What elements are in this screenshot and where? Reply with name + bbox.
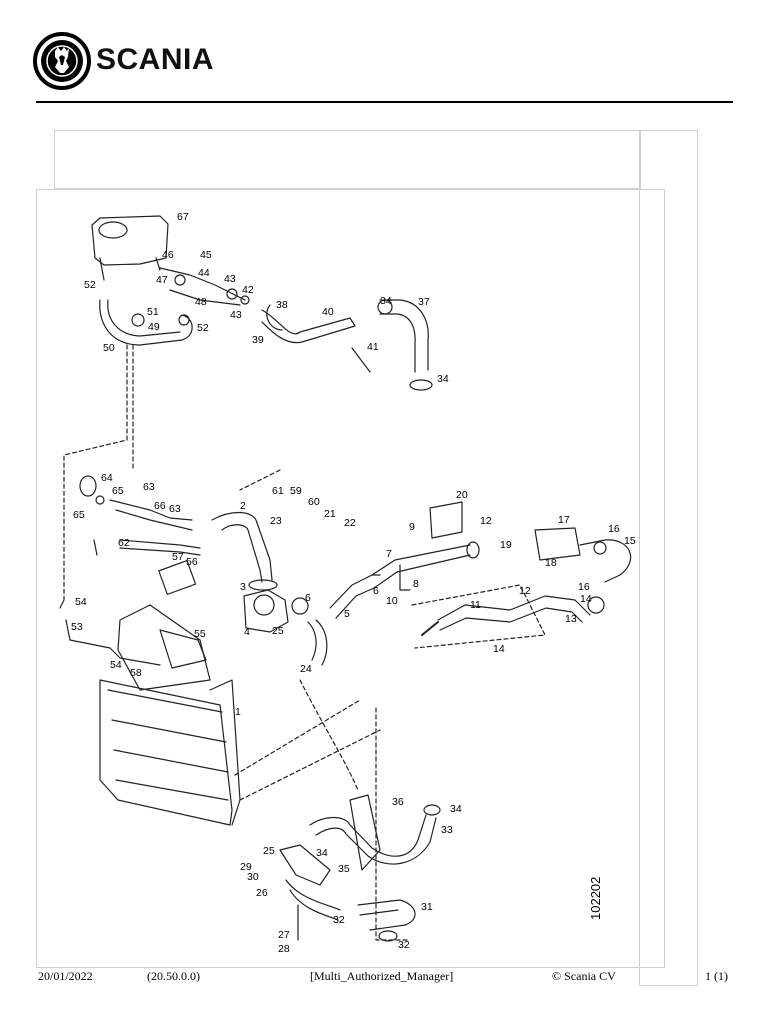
callout-51: 51 (147, 306, 159, 318)
callout-15: 15 (624, 535, 636, 547)
callout-66: 66 (154, 500, 166, 512)
scania-logo: SCANIA (33, 31, 243, 93)
callout-36: 36 (392, 796, 404, 808)
callout-57: 57 (172, 551, 184, 563)
callout-3: 3 (240, 581, 246, 593)
callout-22: 22 (344, 517, 356, 529)
callout-21: 21 (324, 508, 336, 520)
callout-41: 41 (367, 341, 379, 353)
callout-23: 23 (270, 515, 282, 527)
callout-27: 27 (278, 929, 290, 941)
callout-37: 37 (418, 296, 430, 308)
callout-62: 62 (118, 537, 130, 549)
footer-copyright: © Scania CV (552, 969, 616, 983)
callout-17: 17 (558, 514, 570, 526)
callout-42: 42 (242, 284, 254, 296)
callout-10: 10 (386, 595, 398, 607)
callout-54: 54 (110, 659, 122, 671)
callout-33: 33 (441, 824, 453, 836)
callout-59: 59 (290, 485, 302, 497)
callout-46: 46 (162, 249, 174, 261)
callout-32: 32 (398, 939, 410, 951)
callout-58: 58 (130, 667, 142, 679)
callout-54: 54 (75, 596, 87, 608)
callout-4: 4 (244, 626, 250, 638)
callout-28: 28 (278, 943, 290, 955)
callout-49: 49 (148, 321, 160, 333)
callout-50: 50 (103, 342, 115, 354)
drawing-frame (36, 189, 665, 968)
callout-2: 2 (240, 500, 246, 512)
callout-14: 14 (580, 593, 592, 605)
callout-12: 12 (519, 585, 531, 597)
header-rule (36, 101, 733, 103)
callout-52: 52 (84, 279, 96, 291)
callout-34: 34 (437, 373, 449, 385)
callout-11: 11 (470, 599, 481, 611)
callout-67: 67 (177, 211, 189, 223)
callout-18: 18 (545, 557, 557, 569)
callout-63: 63 (169, 503, 181, 515)
brand-wordmark: SCANIA (96, 43, 215, 76)
callout-29: 29 (240, 861, 252, 873)
callout-32: 32 (333, 914, 345, 926)
callout-34: 34 (450, 803, 462, 815)
callout-25: 25 (272, 625, 284, 637)
callout-35: 35 (338, 863, 350, 875)
callout-60: 60 (308, 496, 320, 508)
callout-5: 5 (344, 608, 350, 620)
callout-56: 56 (186, 556, 198, 568)
callout-52: 52 (197, 322, 209, 334)
callout-1: 1 (235, 706, 241, 718)
callout-40: 40 (322, 306, 334, 318)
callout-43: 43 (224, 273, 236, 285)
griffin-emblem-icon (33, 32, 91, 90)
callout-55: 55 (194, 628, 206, 640)
callout-65: 65 (73, 509, 85, 521)
callout-30: 30 (247, 871, 259, 883)
callout-44: 44 (198, 267, 210, 279)
drawing-number: 102202 (588, 877, 603, 920)
callout-47: 47 (156, 274, 168, 286)
callout-19: 19 (500, 539, 512, 551)
callout-31: 31 (421, 901, 433, 913)
back-frame (54, 130, 641, 189)
callout-43: 43 (230, 309, 242, 321)
callout-6: 6 (373, 585, 379, 597)
callout-16: 16 (578, 581, 590, 593)
callout-6: 6 (305, 592, 311, 604)
callout-65: 65 (112, 485, 124, 497)
callout-13: 13 (565, 613, 577, 625)
callout-25: 25 (263, 845, 275, 857)
callout-14: 14 (493, 643, 505, 655)
callout-20: 20 (456, 489, 468, 501)
callout-53: 53 (71, 621, 83, 633)
callout-48: 48 (195, 296, 207, 308)
footer-page: 1 (1) (705, 969, 728, 983)
callout-8: 8 (413, 578, 419, 590)
callout-34: 34 (316, 847, 328, 859)
callout-61: 61 (272, 485, 284, 497)
callout-16: 16 (608, 523, 620, 535)
callout-39: 39 (252, 334, 264, 346)
footer-version: (20.50.0.0) (147, 969, 200, 983)
footer-date: 20/01/2022 (38, 969, 93, 983)
callout-64: 64 (101, 472, 113, 484)
callout-34: 34 (380, 295, 392, 307)
callout-12: 12 (480, 515, 492, 527)
side-frame (639, 130, 698, 986)
callout-9: 9 (409, 521, 415, 533)
callout-26: 26 (256, 887, 268, 899)
footer-role: [Multi_Authorized_Manager] (310, 969, 454, 983)
callout-24: 24 (300, 663, 312, 675)
callout-7: 7 (386, 548, 392, 560)
callout-45: 45 (200, 249, 212, 261)
callout-63: 63 (143, 481, 155, 493)
callout-38: 38 (276, 299, 288, 311)
